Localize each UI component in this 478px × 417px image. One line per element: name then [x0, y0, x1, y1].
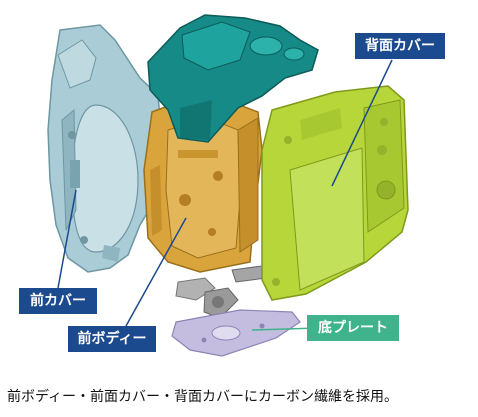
leader-front-body	[125, 217, 187, 327]
front-body-part	[143, 91, 263, 273]
label-front-cover: 前カバー	[19, 288, 97, 314]
front-cover-part	[47, 24, 163, 273]
label-front-body: 前ボディー	[68, 326, 156, 352]
leader-lines	[57, 59, 393, 327]
leader-rear-cover	[331, 59, 393, 187]
rear-cover-part	[261, 85, 409, 301]
top-cover-part	[147, 14, 319, 143]
label-bottom-plate: 底プレート	[307, 315, 399, 341]
leader-front-cover	[57, 189, 77, 289]
exploded-camera-diagram	[47, 14, 409, 357]
bottom-plate-part	[171, 309, 301, 357]
label-rear-cover: 背面カバー	[355, 33, 445, 59]
figure-caption: 前ボディー・前面カバー・背面カバーにカーボン繊維を採用。	[7, 389, 399, 405]
